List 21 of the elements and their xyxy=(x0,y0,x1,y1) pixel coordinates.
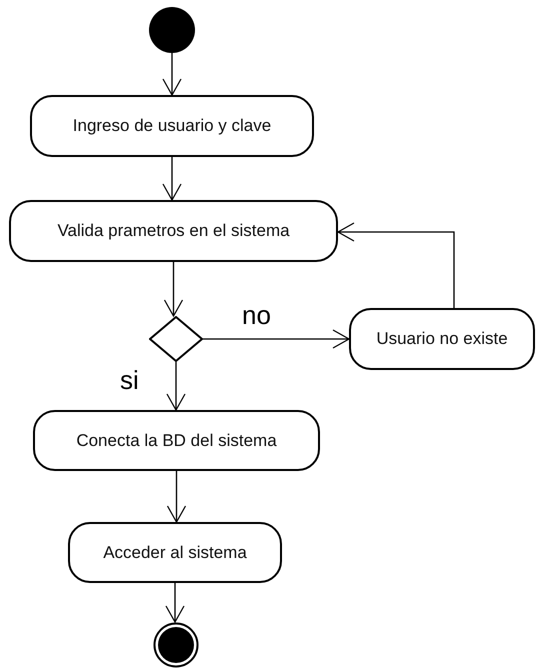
action-label: Valida prametros en el sistema xyxy=(57,221,290,241)
arrow xyxy=(165,583,185,623)
action-box xyxy=(33,410,320,471)
arrow xyxy=(166,362,186,411)
arrow xyxy=(166,471,186,523)
arrow xyxy=(162,53,182,96)
action-box xyxy=(68,522,282,583)
arrow xyxy=(337,222,455,308)
action-label: Ingreso de usuario y clave xyxy=(72,116,272,136)
decision-diamond xyxy=(149,316,203,362)
action-box xyxy=(30,95,314,157)
action-box xyxy=(349,308,535,370)
arrow xyxy=(203,329,350,349)
action-box xyxy=(9,200,338,262)
arrow xyxy=(164,262,184,317)
arrow xyxy=(162,157,182,201)
action-label: Acceder al sistema xyxy=(103,542,247,562)
initial-node xyxy=(149,7,195,53)
action-label: Conecta la BD del sistema xyxy=(76,430,277,450)
final-node xyxy=(153,622,199,668)
action-label: Usuario no existe xyxy=(376,329,508,349)
